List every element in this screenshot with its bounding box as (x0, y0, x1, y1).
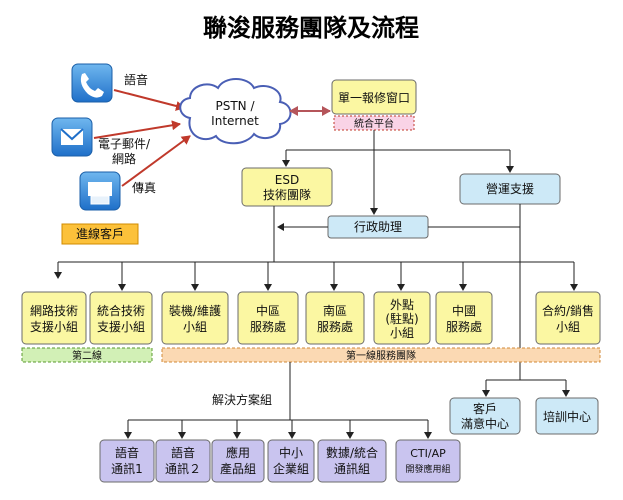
first-line-team-south: 南區 服務處 (305, 291, 365, 345)
fax-arrow (121, 135, 191, 187)
training-center-label: 培訓中心 (543, 409, 591, 424)
first-line-team-central: 中區 服務處 (237, 291, 299, 345)
solution-label: 應用 (226, 445, 250, 460)
solution-label: 通訊組 (334, 461, 370, 476)
solution-group-cti: CTI/AP 開發應用組 (395, 439, 461, 483)
team-label: 南區 (323, 303, 347, 318)
pstn-label-line-1: PSTN / (215, 99, 255, 113)
team-label: 統合技術 (97, 303, 145, 318)
first-line-team-install: 裝機/維護 小組 (161, 291, 229, 345)
team-label: 小組 (556, 320, 580, 334)
first-line-label-box: 第一線服務團隊 (161, 347, 601, 363)
ops-support-box: 營運支援 (459, 173, 561, 205)
solution-label: 通訊２ (165, 461, 201, 476)
incoming-customer-badge: 進線客戶 (61, 223, 139, 245)
ops-support-label: 營運支援 (486, 182, 534, 196)
team-label: 合約/銷售 (542, 303, 594, 318)
team-label: (駐點) (385, 311, 418, 326)
solution-label: 中小 (279, 445, 303, 460)
platform-label: 統合平台 (354, 117, 394, 130)
customer-satisfaction-center-box: 客戶 滿意中心 (449, 397, 521, 435)
team-label: 小組 (390, 326, 414, 340)
team-label: 支援小組 (97, 320, 145, 334)
customer-center-label: 客戶 (473, 401, 497, 416)
solution-label: 數據/統合 (326, 445, 378, 460)
solution-group-voice-2: 語音 通訊２ (155, 439, 211, 483)
team-label: 中區 (256, 303, 280, 318)
first-line-team-onsite: 外點 (駐點) 小組 (373, 291, 431, 345)
team-label: 裝機/維護 (169, 303, 221, 318)
email-label-line-2: 網路 (112, 151, 136, 166)
repair-window-box: 單一報修窗口 (331, 79, 417, 115)
platform-box: 統合平台 (333, 115, 415, 131)
esd-label-line-1: ESD (275, 173, 299, 187)
email-label-line-1: 電子郵件/ (98, 137, 151, 151)
esd-team-box: ESD 技術團隊 (241, 167, 333, 207)
team-label: 中國 (452, 303, 476, 318)
first-line-team-china: 中國 服務處 (435, 291, 493, 345)
first-line-label: 第一線服務團隊 (346, 349, 416, 362)
solution-label: 語音 (115, 445, 139, 460)
admin-assistant-label: 行政助理 (354, 220, 402, 234)
incoming-customer-label: 進線客戶 (76, 226, 124, 241)
team-label: 服務處 (446, 320, 482, 334)
email-arrow (93, 120, 181, 139)
fax-label: 傳真 (132, 181, 156, 195)
second-line-team-integration: 統合技術 支援小組 (89, 291, 153, 345)
solution-label: CTI/AP (410, 447, 446, 460)
team-label: 網路技術 (30, 303, 78, 318)
solution-group-voice-1: 語音 通訊1 (99, 439, 155, 483)
solution-group-application: 應用 產品組 (211, 439, 265, 483)
team-label: 服務處 (250, 320, 286, 334)
solution-group-data-integration: 數據/統合 通訊組 (317, 439, 387, 483)
solution-group-sme: 中小 企業組 (267, 439, 315, 483)
pstn-cloud: PSTN / Internet (179, 78, 292, 145)
esd-label-line-2: 技術團隊 (263, 187, 311, 202)
training-center-box: 培訓中心 (535, 397, 599, 435)
page-title: 聯浚服務團隊及流程 (203, 14, 419, 42)
first-line-team-sales: 合約/銷售 小組 (535, 291, 601, 345)
pstn-label-line-2: Internet (211, 114, 259, 128)
admin-assistant-box: 行政助理 (327, 215, 429, 239)
voice-label: 語音 (124, 72, 148, 87)
phone-icon (71, 63, 113, 103)
repair-window-label: 單一報修窗口 (338, 90, 410, 105)
solution-label: 通訊1 (111, 461, 143, 476)
solutions-label: 解決方案組 (212, 392, 272, 407)
voice-arrow (113, 89, 185, 111)
solution-label: 企業組 (273, 461, 309, 476)
team-label: 服務處 (317, 320, 353, 334)
second-line-team-network: 網路技術 支援小組 (21, 291, 87, 345)
team-label: 外點 (390, 298, 414, 312)
solution-label: 語音 (171, 445, 195, 460)
fax-icon (79, 171, 121, 211)
customer-center-label: 滿意中心 (461, 416, 509, 431)
team-label: 小組 (183, 320, 207, 334)
second-line-label-box: 第二線 (21, 347, 153, 363)
email-icon (51, 117, 93, 157)
team-label: 支援小組 (30, 320, 78, 334)
solution-label: 產品組 (220, 461, 256, 476)
solution-label: 開發應用組 (405, 463, 450, 475)
second-line-label: 第二線 (72, 349, 102, 362)
